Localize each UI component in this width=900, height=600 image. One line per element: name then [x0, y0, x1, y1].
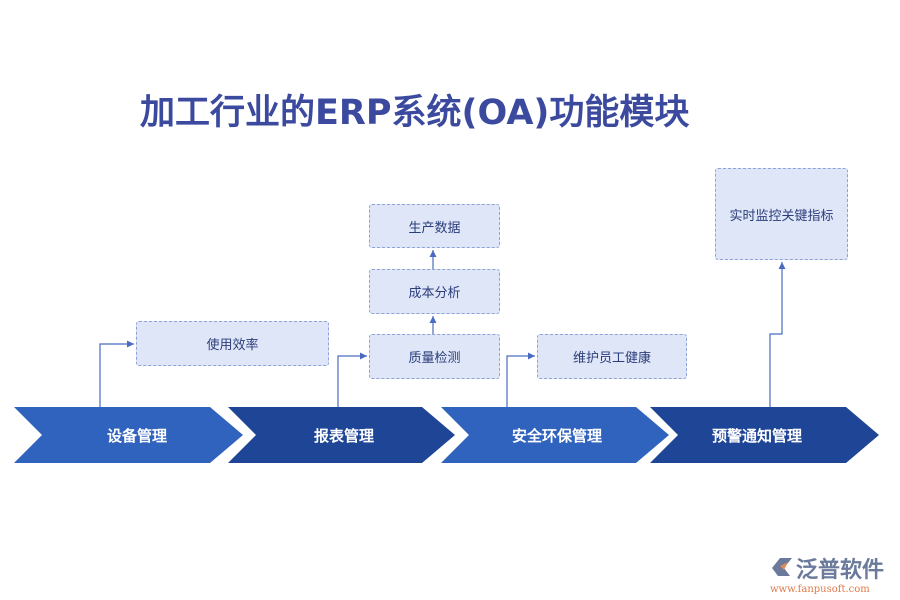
step-label-1: 设备管理 [106, 426, 167, 445]
step-label-3: 安全环保管理 [511, 426, 602, 445]
box-quality: 质量检测 [369, 334, 500, 379]
connector-1 [99, 340, 134, 407]
logo-name: 泛普软件 [796, 558, 885, 583]
box-production: 生产数据 [369, 204, 500, 248]
box-health: 维护员工健康 [537, 334, 687, 379]
page-title: 加工行业的ERP系统(OA)功能模块 [140, 93, 690, 133]
chevron-2 [228, 407, 455, 463]
connector-6 [769, 262, 786, 407]
step-label-4: 预警通知管理 [711, 426, 802, 445]
connector-2 [337, 352, 367, 407]
chevron-3 [441, 407, 669, 463]
box-monitor: 实时监控关键指标 [715, 168, 848, 260]
box-usage: 使用效率 [136, 321, 329, 366]
step-label-2: 报表管理 [313, 426, 374, 445]
logo-mark-icon [772, 558, 792, 576]
chevron-4 [650, 407, 879, 463]
chevron-1 [14, 407, 243, 463]
connector-5 [506, 352, 535, 407]
box-cost: 成本分析 [369, 269, 500, 314]
logo-url: www.fanpusoft.com [770, 584, 870, 595]
logo: 泛普软件 www.fanpusoft.com [770, 552, 884, 595]
